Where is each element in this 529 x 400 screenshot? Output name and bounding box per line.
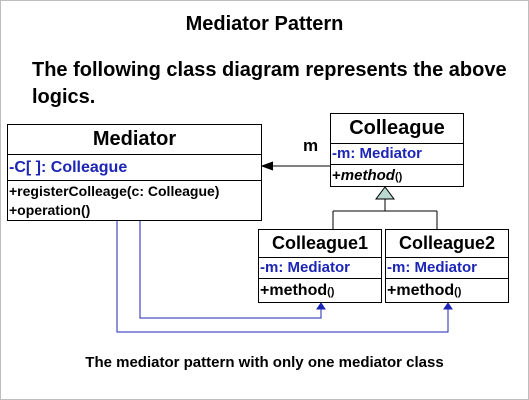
diagram-caption: The mediator pattern with only one media… xyxy=(85,354,444,371)
colleague2-class-name: Colleague2 xyxy=(386,230,508,258)
mediator-operation-operation: +operation() xyxy=(9,202,91,218)
mediator-operations: +registerColleage(c: Colleague) +operati… xyxy=(8,181,261,220)
intro-text: The following class diagram represents t… xyxy=(32,59,507,108)
colleague1-class-name: Colleague1 xyxy=(259,230,381,258)
dependency-arrowhead-colleague1 xyxy=(316,302,326,310)
colleague1-class: Colleague1 -m: Mediator +method() xyxy=(258,229,382,303)
inheritance-triangle xyxy=(375,186,395,200)
colleague2-operation-name: +method xyxy=(387,282,455,299)
colleague1-operation: +method() xyxy=(259,279,381,304)
mediator-operation-register: +registerColleage(c: Colleague) xyxy=(9,183,220,199)
dependency-arrowhead-colleague2 xyxy=(443,302,453,310)
mediator-class: Mediator -C[ ]: Colleague +registerColle… xyxy=(7,124,262,221)
colleague-class: Colleague -m: Mediator +method() xyxy=(330,113,464,187)
colleague2-operation-parens: () xyxy=(454,286,462,298)
colleague-operation-parens: () xyxy=(394,171,403,183)
mediator-class-name: Mediator xyxy=(8,125,261,155)
colleague1-attribute: -m: Mediator xyxy=(259,258,381,279)
colleague-class-name: Colleague xyxy=(331,114,463,144)
colleague2-class: Colleague2 -m: Mediator +method() xyxy=(385,229,509,303)
colleague2-operation: +method() xyxy=(386,279,508,304)
association-arrowhead xyxy=(260,161,274,171)
dependency-line-colleague2 xyxy=(116,221,449,333)
colleague-operation-name: method xyxy=(340,167,395,184)
colleague1-operation-name: +method xyxy=(260,282,328,299)
colleague-operation: +method() xyxy=(331,165,463,188)
association-role-label: m xyxy=(303,136,319,155)
dependency-line-colleague1 xyxy=(139,221,322,319)
mediator-attribute: -C[ ]: Colleague xyxy=(8,155,261,181)
colleague-attribute: -m: Mediator xyxy=(331,144,463,165)
slide-title: Mediator Pattern xyxy=(185,13,344,35)
colleague1-operation-parens: () xyxy=(327,286,335,298)
colleague2-attribute: -m: Mediator xyxy=(386,258,508,279)
colleague-operation-visibility: + xyxy=(332,167,341,184)
